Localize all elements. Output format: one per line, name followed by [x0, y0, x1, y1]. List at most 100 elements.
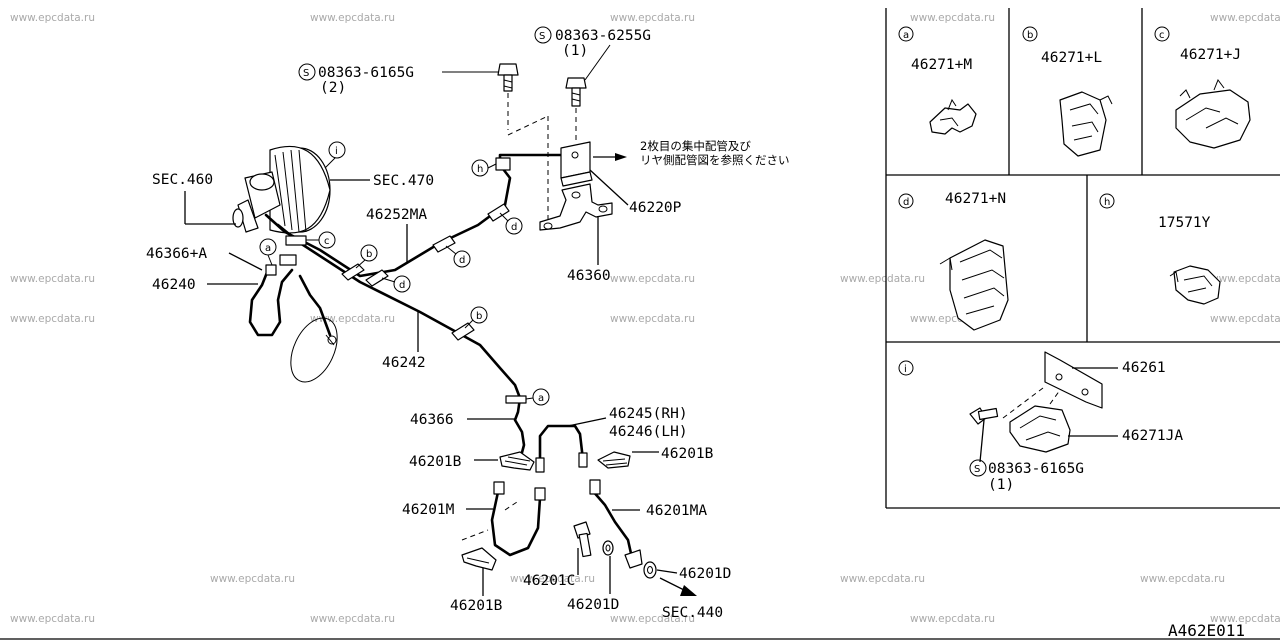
- watermark: www.epcdata.ru: [1210, 12, 1280, 24]
- watermark: www.epcdata.ru: [210, 573, 295, 585]
- hose-46201m[interactable]: [461, 481, 546, 557]
- watermark: www.epcdata.ru: [910, 613, 995, 625]
- watermark: www.epcdata.ru: [10, 273, 95, 285]
- watermark: www.epcdata.ru: [10, 12, 95, 24]
- callout-screw-i: 08363-6165G: [988, 461, 1084, 477]
- callout-46245: 46245(RH): [609, 406, 688, 422]
- callout-46360: 46360: [567, 268, 611, 284]
- callout-46201ma: 46201MA: [646, 503, 707, 519]
- callout-46366a: 46366+A: [146, 246, 207, 262]
- detail-panel-d[interactable]: d 46271+N: [898, 191, 1009, 331]
- callout-screw-top: 08363-6255G: [555, 28, 651, 44]
- detail-panel-c[interactable]: c 46271+J: [1154, 26, 1251, 149]
- callout-46366: 46366: [410, 412, 454, 428]
- watermark: www.epcdata.ru: [840, 273, 925, 285]
- detail-panel-frame: [885, 8, 1280, 509]
- callout-screw-left-qty: (2): [320, 80, 346, 96]
- panel-part-number: 46271+J: [1180, 47, 1241, 63]
- panel-letter: a: [903, 30, 909, 41]
- clip-46201b-bottom[interactable]: [461, 547, 497, 571]
- bolt-46201c[interactable]: [573, 521, 592, 558]
- pipe-46240[interactable]: [248, 268, 332, 337]
- panel-part-number: 46271+L: [1041, 50, 1102, 66]
- detail-panel-b[interactable]: b 46271+L: [1022, 26, 1113, 157]
- watermark: www.epcdata.ru: [610, 12, 695, 24]
- panel-letter: i: [904, 364, 907, 375]
- screw-top[interactable]: S 08363-6255G (1): [534, 26, 651, 140]
- screw-symbol: [534, 26, 552, 44]
- screw-symbol-letter: S: [539, 31, 545, 42]
- letter-d: d: [511, 222, 517, 233]
- panel-part-number: 17571Y: [1158, 215, 1211, 231]
- arrow-icon: [680, 585, 697, 596]
- panel-letter: b: [1027, 30, 1033, 41]
- washer-46201d-bottom[interactable]: [602, 540, 614, 556]
- callout-46252ma: 46252MA: [366, 207, 427, 223]
- watermark: www.epcdata.ru: [1210, 273, 1280, 285]
- screw-symbol: [298, 63, 316, 81]
- clip-46360[interactable]: 46360: [539, 183, 613, 284]
- washer-46201d-right[interactable]: [643, 561, 657, 579]
- callout-sec440: SEC.440: [662, 605, 723, 621]
- letter-i-marker: [328, 141, 346, 159]
- watermark: www.epcdata.ru: [610, 313, 695, 325]
- brake-booster[interactable]: [232, 145, 346, 389]
- callout-screw-i-qty: (1): [988, 477, 1014, 493]
- clip-46201b-right[interactable]: [597, 451, 631, 469]
- callout-46201b-left: 46201B: [409, 454, 462, 470]
- note-line-2: リヤ側配管図を参照ください: [640, 153, 790, 167]
- callout-46201c: 46201C: [523, 573, 575, 589]
- watermark: www.epcdata.ru: [1140, 573, 1225, 585]
- detail-panel-a[interactable]: a 46271+M: [898, 26, 977, 135]
- letter-d: d: [399, 280, 405, 291]
- watermark: www.epcdata.ru: [610, 613, 695, 625]
- watermark: www.epcdata.ru: [1210, 313, 1280, 325]
- watermark: www.epcdata.ru: [310, 613, 395, 625]
- screw-left[interactable]: S 08363-6165G (2): [298, 63, 549, 225]
- callout-46201m: 46201M: [402, 502, 455, 518]
- letter-a: a: [538, 393, 544, 404]
- letter-h: h: [477, 164, 483, 175]
- callout-46201b-bottom: 46201B: [450, 598, 503, 614]
- callout-screw-left: 08363-6165G: [318, 65, 414, 81]
- screw-symbol-letter: S: [303, 68, 309, 79]
- letter-b: b: [366, 249, 372, 260]
- letter-a: a: [265, 243, 271, 254]
- letter-c: c: [324, 236, 330, 247]
- arrow-icon: [615, 153, 627, 161]
- callout-sec470: SEC.470: [373, 173, 434, 189]
- watermark: www.epcdata.ru: [10, 313, 95, 325]
- watermark: www.epcdata.ru: [310, 313, 395, 325]
- panel-letter: d: [903, 197, 909, 208]
- hose-46201ma[interactable]: [589, 479, 643, 569]
- callout-46201b-right: 46201B: [661, 446, 714, 462]
- letter-d: d: [459, 255, 465, 266]
- letter-b: b: [476, 311, 482, 322]
- watermark: www.epcdata.ru: [310, 12, 395, 24]
- pipe-46242[interactable]: [276, 223, 526, 462]
- letter-markers: a c b d d d h b a: [259, 159, 550, 406]
- note-line-1: 2枚目の集中配管及び: [640, 139, 751, 153]
- callout-46201d-right: 46201D: [679, 566, 731, 582]
- panel-letter: h: [1104, 197, 1110, 208]
- panel-part-number: 46271+M: [911, 57, 972, 73]
- callout-sec460: SEC.460: [152, 172, 213, 188]
- watermark: www.epcdata.ru: [10, 613, 95, 625]
- letter-i: i: [335, 146, 338, 157]
- watermark: www.epcdata.ru: [610, 273, 695, 285]
- callout-46246: 46246(LH): [609, 424, 688, 440]
- bracket-46220p[interactable]: 46220P 2枚目の集中配管及び リヤ側配管図を参照ください: [560, 139, 790, 216]
- diagram-code: A462E011: [1168, 621, 1245, 640]
- callout-46240: 46240: [152, 277, 196, 293]
- watermark-layer: www.epcdata.ru www.epcdata.ru www.epcdat…: [10, 12, 1280, 625]
- callout-screw-top-qty: (1): [562, 43, 588, 59]
- pipe-46245-46246[interactable]: [535, 424, 588, 473]
- watermark: www.epcdata.ru: [1210, 613, 1280, 625]
- clip-46201b-left[interactable]: [499, 451, 535, 471]
- callout-46261: 46261: [1122, 360, 1166, 376]
- panel-part-number: 46271+N: [945, 191, 1006, 207]
- detail-panel-i[interactable]: i 46261 46271JA S 08363-6165G (1): [898, 351, 1183, 493]
- panel-letter: c: [1159, 30, 1165, 41]
- detail-panel-h[interactable]: h 17571Y: [1099, 193, 1221, 305]
